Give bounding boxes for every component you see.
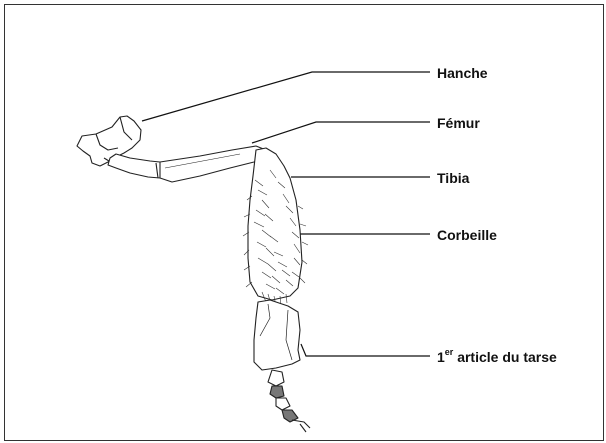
label-corbeille: Corbeille [437,227,497,243]
femur-segment [108,146,268,182]
label-tibia: Tibia [437,170,469,186]
leader-line-hanche [142,72,430,121]
label-hanche: Hanche [437,65,488,81]
label-premier-article-du-tarse: 1er article du tarse [437,349,557,365]
label-tarse-superscript: er [445,347,454,357]
label-tarse-number: 1 [437,349,445,365]
label-tarse-rest: article du tarse [453,349,557,365]
leader-line-tarse [301,344,430,356]
leader-line-femur [252,122,430,143]
tarsomeres [268,370,310,432]
tarsus-segment [254,300,300,370]
tibia-segment [248,148,302,300]
label-femur: Fémur [437,115,480,131]
